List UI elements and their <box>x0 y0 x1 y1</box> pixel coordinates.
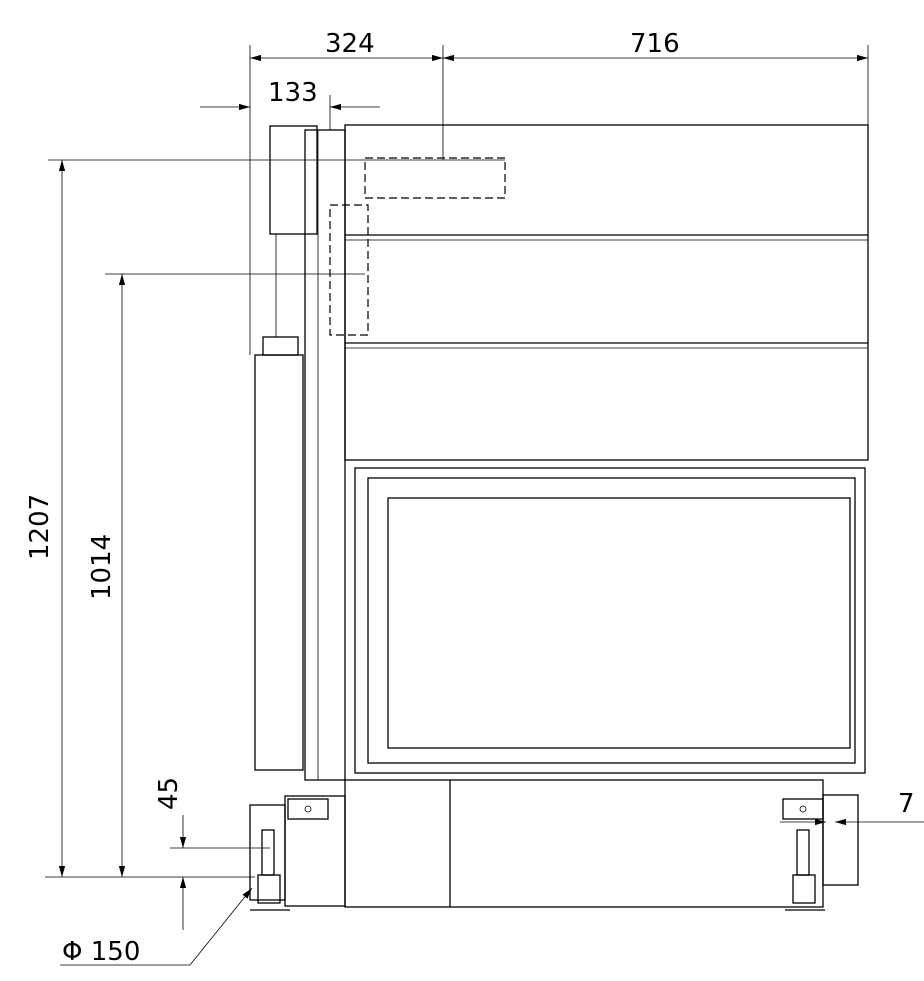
dim-324: 324 <box>325 29 375 59</box>
dim-133: 133 <box>268 78 318 108</box>
dim-45: 45 <box>154 777 184 810</box>
dim-716: 716 <box>630 29 680 59</box>
dim-1207: 1207 <box>25 494 55 560</box>
fireplace-outline <box>249 124 869 911</box>
dim-7: 7 <box>898 789 915 819</box>
dimension-lines <box>45 45 924 966</box>
dim-1014: 1014 <box>87 534 117 600</box>
dim-phi-150: Φ 150 <box>62 937 140 967</box>
